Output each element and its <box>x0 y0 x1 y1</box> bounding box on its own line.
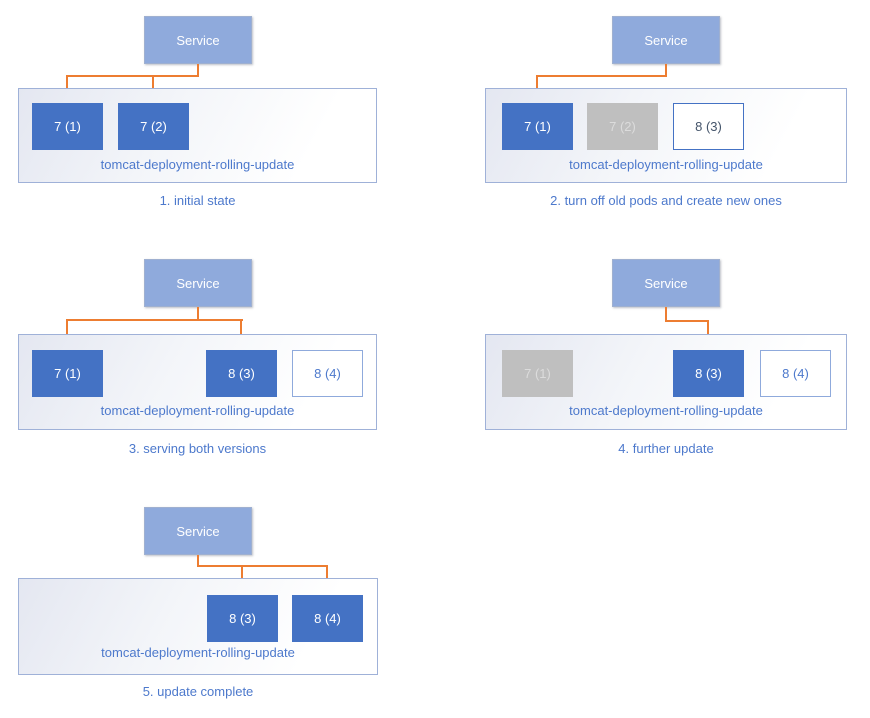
connector-segment <box>536 75 538 95</box>
connector-segment <box>241 565 243 587</box>
deployment-label: tomcat-deployment-rolling-update <box>100 157 295 172</box>
stage-caption: 3. serving both versions <box>128 441 267 456</box>
service-box: Service <box>612 16 720 64</box>
pod-7-1: 7 (1) <box>32 103 103 150</box>
connector-segment <box>197 565 328 567</box>
service-box: Service <box>144 507 252 555</box>
deployment-label: tomcat-deployment-rolling-update <box>100 403 295 418</box>
pod-8-4: 8 (4) <box>760 350 831 397</box>
pod-7-2: 7 (2) <box>587 103 658 150</box>
service-box: Service <box>144 16 252 64</box>
connector-segment <box>326 565 328 587</box>
pod-8-4: 8 (4) <box>292 350 363 397</box>
connector-segment <box>66 75 199 77</box>
pod-8-3: 8 (3) <box>207 595 278 642</box>
stage-caption: 1. initial state <box>159 193 236 208</box>
connector-segment <box>240 319 242 342</box>
connector-segment <box>665 307 667 322</box>
service-box: Service <box>144 259 252 307</box>
connector-segment <box>197 64 199 77</box>
deployment-label: tomcat-deployment-rolling-update <box>569 403 763 418</box>
pod-8-3: 8 (3) <box>206 350 277 397</box>
pod-7-1: 7 (1) <box>32 350 103 397</box>
connector-segment <box>152 75 154 95</box>
connector-segment <box>197 307 199 321</box>
stage-caption: 4. further update <box>618 441 714 456</box>
connector-segment <box>665 320 709 322</box>
connector-segment <box>66 319 243 321</box>
connector-segment <box>66 319 68 342</box>
pod-8-4: 8 (4) <box>292 595 363 642</box>
pod-8-3: 8 (3) <box>673 103 744 150</box>
pod-7-1: 7 (1) <box>502 103 573 150</box>
connector-segment <box>197 555 199 567</box>
service-box: Service <box>612 259 720 307</box>
connector-segment <box>707 320 709 342</box>
stage-caption: 5. update complete <box>142 684 254 699</box>
connector-segment <box>665 64 667 77</box>
pod-7-2: 7 (2) <box>118 103 189 150</box>
connector-segment <box>66 75 68 95</box>
stage-caption: 2. turn off old pods and create new ones <box>550 193 782 208</box>
connector-segment <box>536 75 667 77</box>
deployment-label: tomcat-deployment-rolling-update <box>101 645 295 660</box>
pod-8-3: 8 (3) <box>673 350 744 397</box>
pod-7-1: 7 (1) <box>502 350 573 397</box>
deployment-label: tomcat-deployment-rolling-update <box>569 157 763 172</box>
